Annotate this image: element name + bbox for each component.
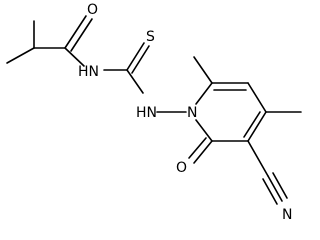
bond-ring-c5-c4 [247,82,267,113]
bond-nitrile-triple-3 [272,172,288,199]
bond-methyl-a [6,47,35,64]
atom-nh-amide: HN [78,64,99,80]
bond-thio-double-1 [126,42,145,71]
bond-c3-nitrile-carbon [247,140,269,177]
bond-carbonyl-double-2 [70,18,93,52]
bond-ring-c4-c3-double-1 [247,111,267,142]
atom-nitrogen-ring: N [187,105,197,121]
bond-ring-c4-c3-double-2 [243,111,261,138]
bond-ring-carbonyl-double-1 [193,140,213,164]
bond-ring-n-c6 [195,82,213,105]
bond-ring-c2-n [195,119,213,142]
bonds [6,15,302,205]
chemical-structure-diagram: O HN S HN N O N [6,2,302,223]
bond-nitrile-triple-1 [267,175,283,202]
atom-oxygen-ring: O [176,160,187,176]
bond-thiocarbon-nh [126,69,144,94]
bond-carbonyl-double-1 [64,15,87,49]
atom-nh-hydrazine: HN [136,105,157,121]
bond-nitrile-triple-2 [262,178,278,205]
atom-labels: O HN S HN N O N [78,2,292,223]
atom-sulfur: S [146,29,155,45]
atom-oxygen-amide: O [87,2,98,18]
bond-c6-methyl [193,56,213,84]
bond-carbonyl-nh [64,47,85,67]
atom-nitrogen-nitrile: N [282,207,292,223]
bond-ring-carbonyl-double-2 [188,137,207,159]
bond-thio-double-2 [131,45,150,74]
